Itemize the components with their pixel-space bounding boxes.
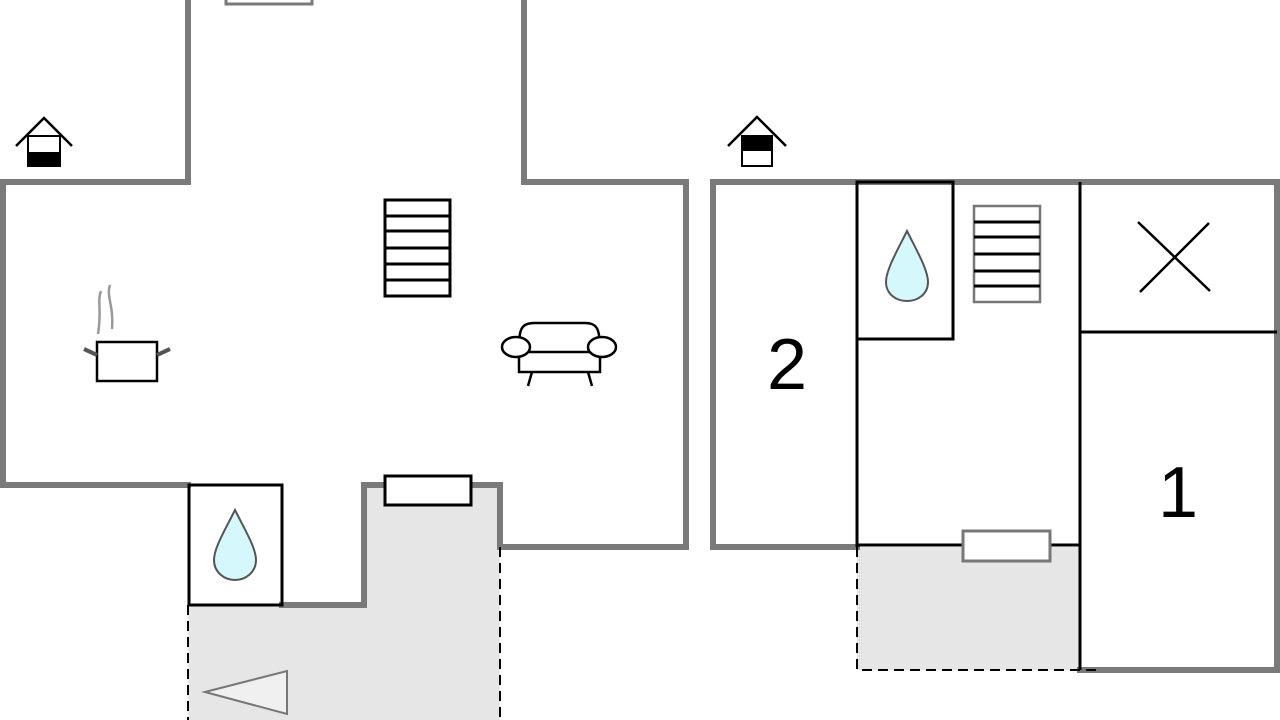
bathroom-left (187, 483, 284, 607)
sofa-icon (500, 321, 618, 387)
interior-walls (855, 182, 1277, 670)
upper-floor: 2 1 (710, 115, 1280, 673)
window-icon (383, 474, 473, 507)
ground-floor (0, 0, 689, 720)
room-label-1: 1 (1158, 453, 1198, 533)
water-drop-icon (884, 228, 930, 303)
water-drop-icon (212, 507, 258, 582)
window-icon (224, 0, 314, 6)
entrance-icon (15, 116, 73, 167)
stairs-icon (972, 204, 1042, 304)
room-label-2: 2 (767, 325, 807, 405)
bathroom-right (855, 180, 955, 341)
kitchen-pot-icon (83, 284, 171, 383)
terrace-border (856, 547, 1100, 671)
terrace-left (188, 485, 500, 720)
walls-left (0, 0, 689, 608)
terrace-right (857, 547, 1080, 670)
terrace-border (187, 547, 501, 720)
window-icon (961, 529, 1052, 563)
walls-right (710, 179, 1280, 673)
stairs-icon (383, 198, 452, 298)
direction-arrow-icon (201, 669, 288, 716)
void-x-icon (1137, 221, 1211, 293)
entrance-icon (727, 115, 787, 167)
